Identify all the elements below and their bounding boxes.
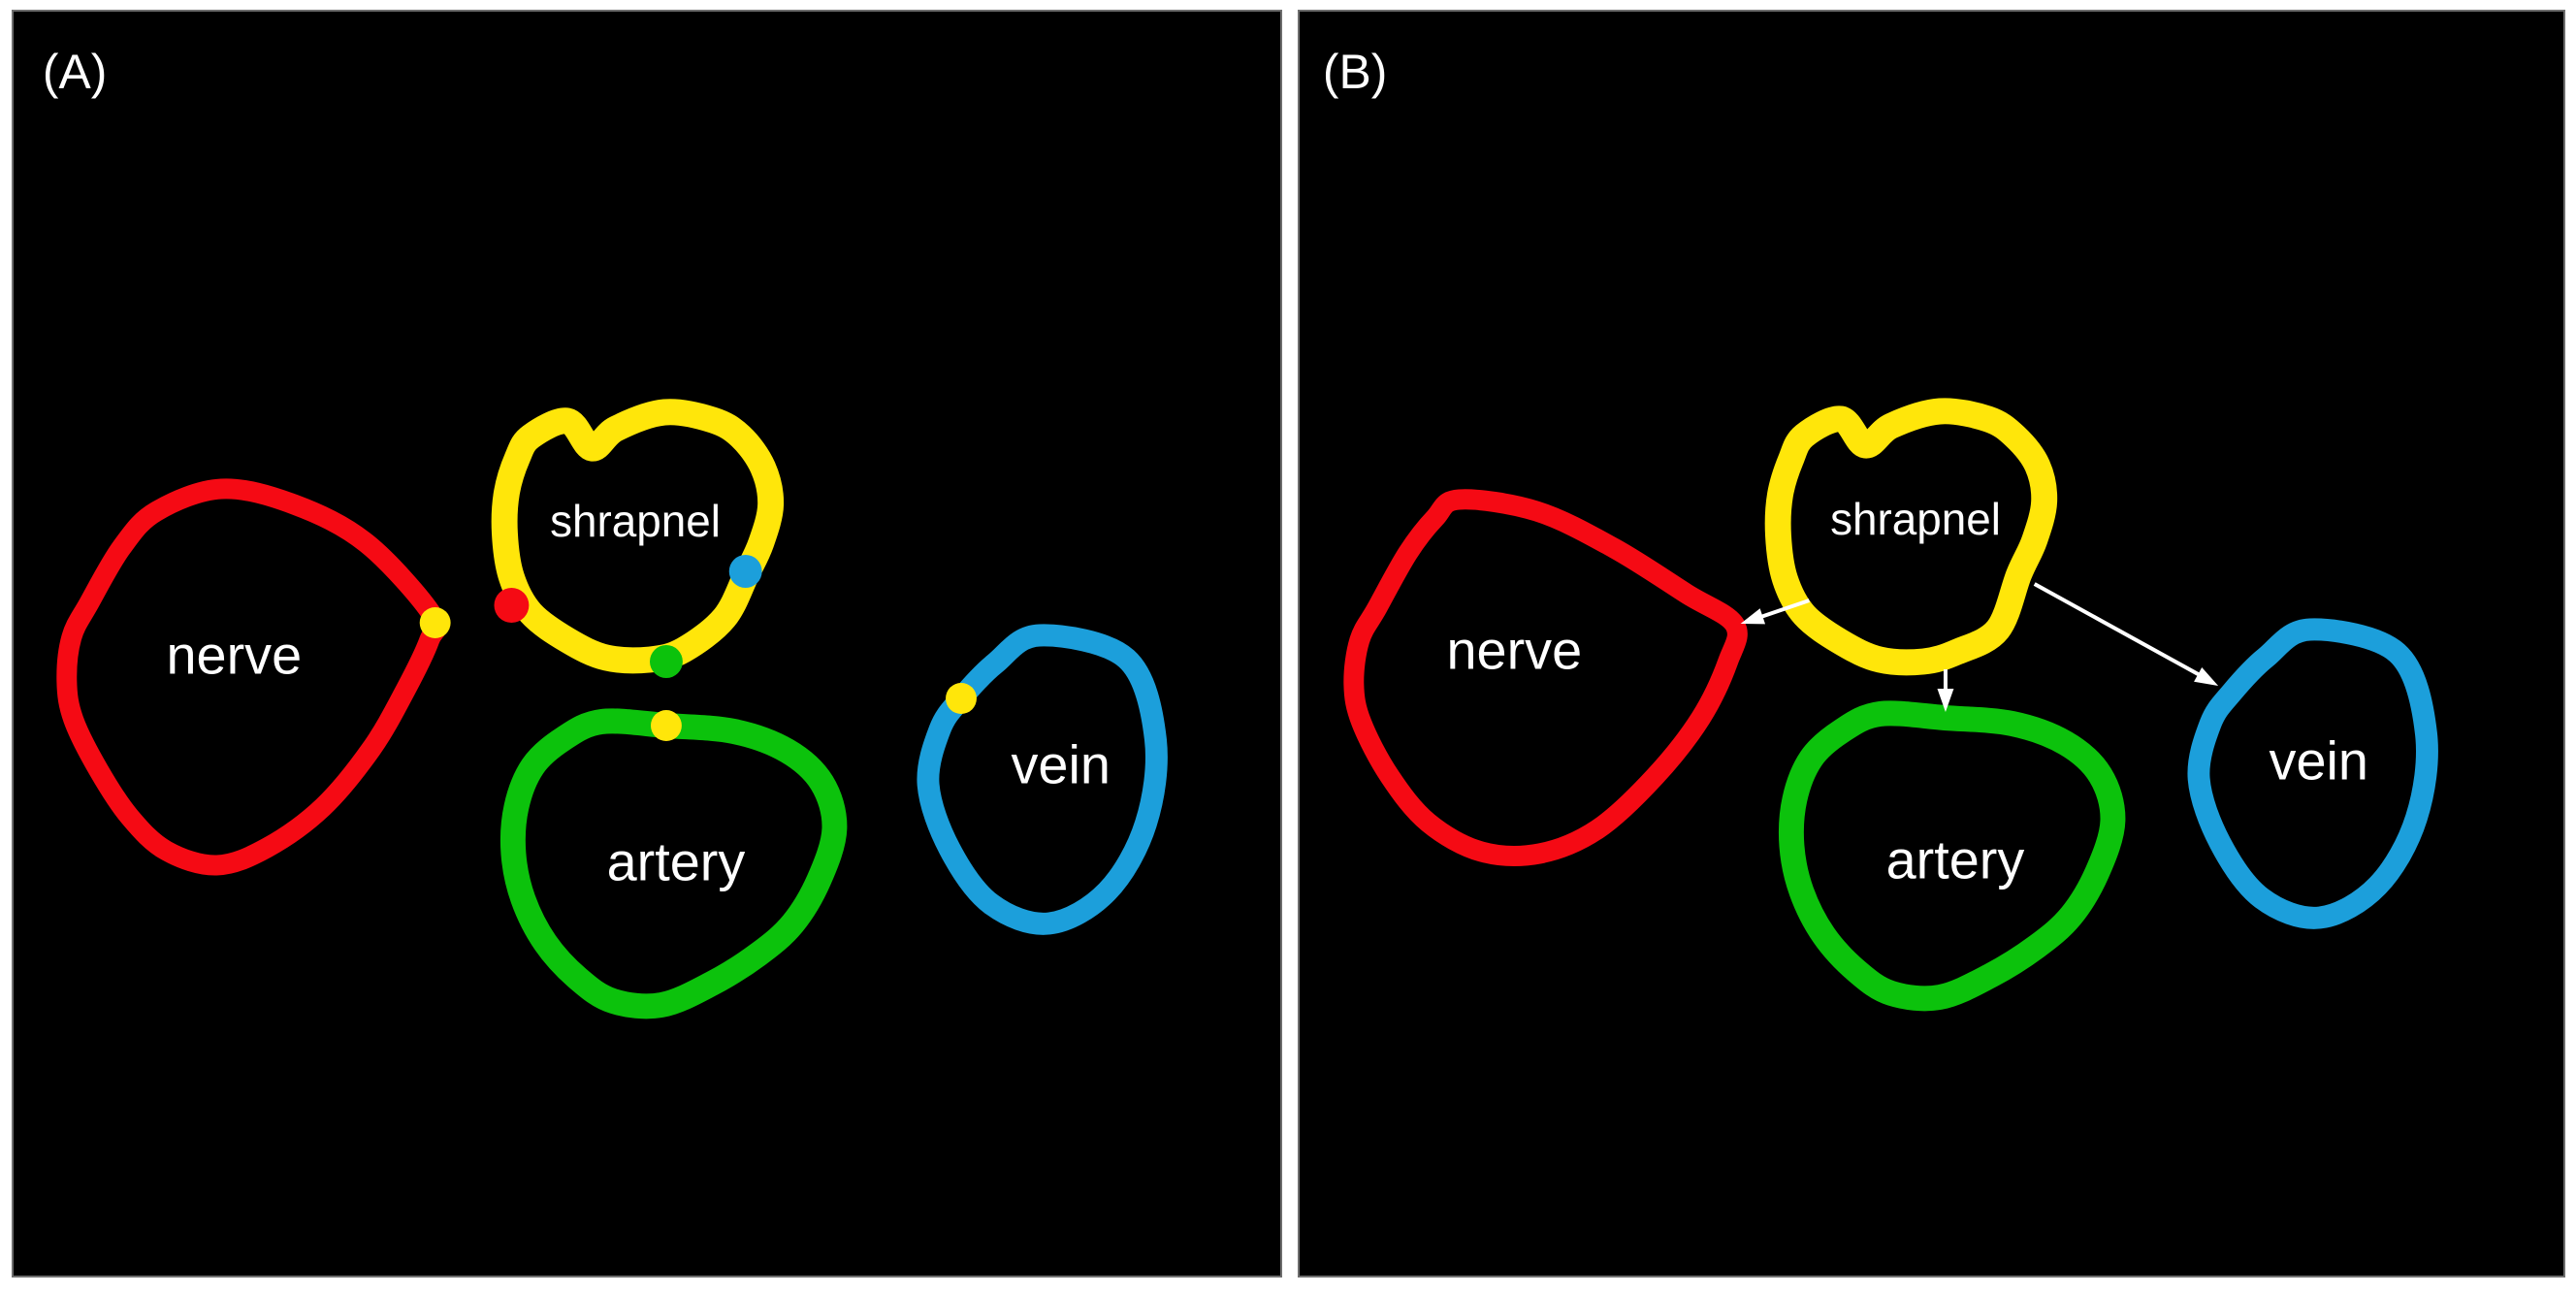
shrapnel-outline [1764,398,2058,676]
arrow-shrapnel-to-nerve-line [1756,598,1811,620]
arrow-shrapnel-to-nerve-head [1740,608,1766,625]
panel-a-letter: (A) [43,45,107,99]
arrow-shrapnel-to-artery-head [1937,689,1954,712]
contact-dot-yellow-on-vein [946,683,977,714]
shrapnel-label: shrapnel [1830,494,2001,544]
contact-dot-blue-on-shrapnel [728,555,762,588]
artery-outline [499,708,848,1019]
shrapnel-label: shrapnel [550,496,721,546]
nerve-outline [1343,489,1748,866]
panel-a-canvas: (A) nerve shrapnel artery vein [43,45,1168,1019]
artery-label: artery [1886,828,2025,890]
contact-dot-green-on-shrapnel [649,645,683,678]
contact-dot-yellow-on-nerve [419,607,451,638]
arrow-shrapnel-to-vein-line [2033,582,2202,677]
panel-b-letter: (B) [1323,45,1387,99]
contact-dot-red-on-shrapnel [494,588,530,623]
artery-label: artery [607,830,746,891]
arrow-shrapnel-to-vein-head [2194,667,2219,686]
panel-a: (A) nerve shrapnel artery vein [12,10,1282,1278]
vein-outline [2187,618,2438,929]
vein-label: vein [1011,733,1110,794]
vein-label: vein [2270,729,2368,791]
arrow-shrapnel-to-artery [1937,669,1954,712]
nerve-outline [56,478,448,876]
arrow-shrapnel-to-vein [2033,582,2219,686]
panel-b: (B) nerve shrapnel artery [1298,10,2565,1278]
arrow-shrapnel-to-nerve [1740,598,1811,625]
shrapnel-outline [491,399,785,674]
artery-outline [1778,700,2126,1012]
nerve-label: nerve [1446,619,1582,680]
nerve-label: nerve [166,624,302,685]
contact-dot-yellow-on-artery [650,710,682,741]
panel-b-canvas: (B) nerve shrapnel artery [1323,45,2438,1012]
